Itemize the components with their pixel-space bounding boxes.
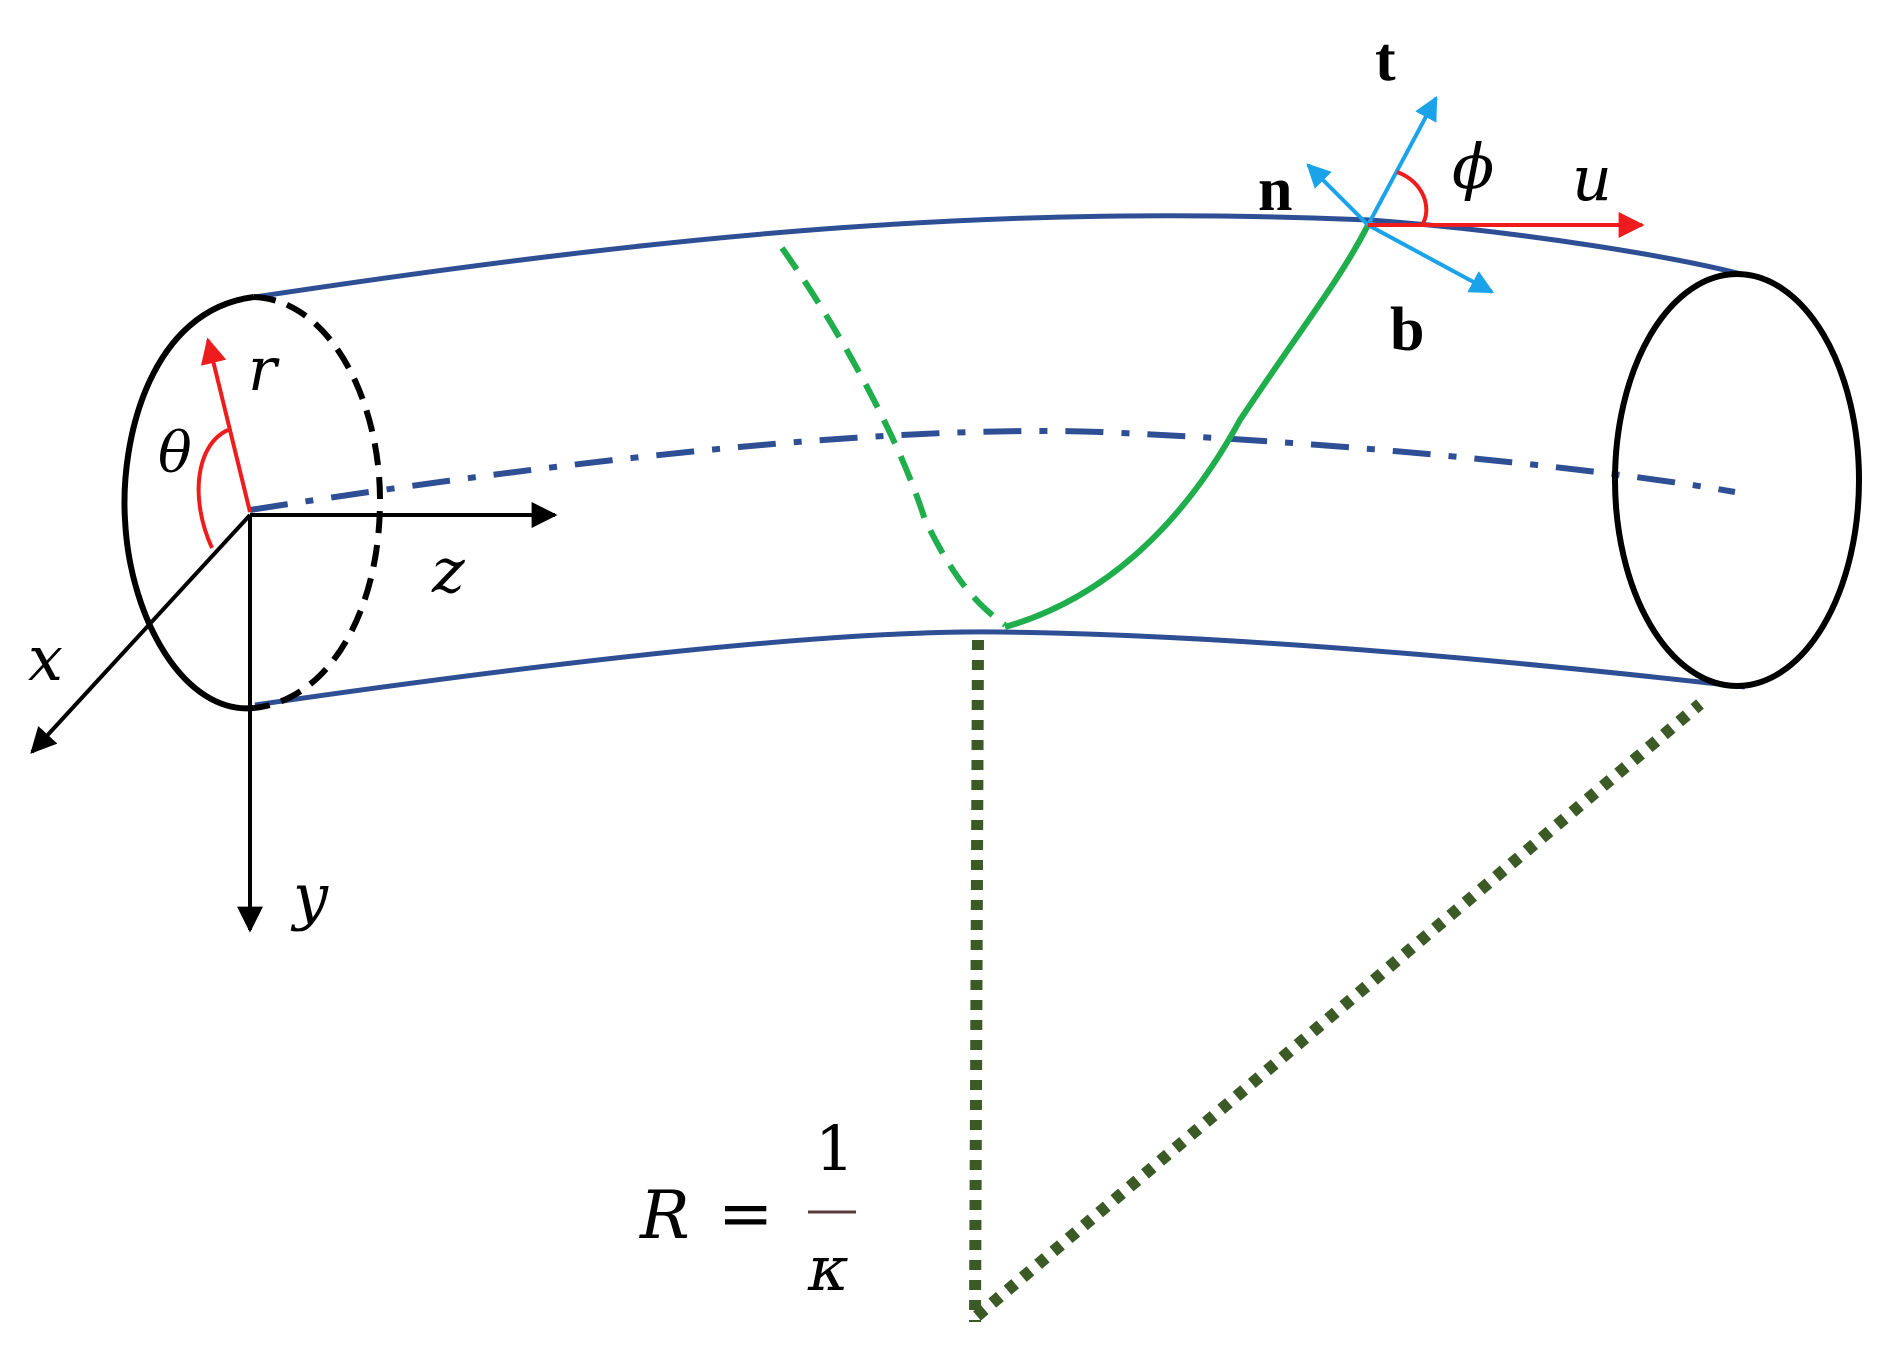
right-ring [1612, 271, 1862, 689]
label-theta: θ [158, 421, 192, 486]
left-ring-back [253, 294, 384, 711]
label-phi: ϕ [1452, 130, 1494, 203]
tube-top-edge [254, 213, 1746, 300]
r-vector-arrow [200, 337, 252, 513]
radius-line-diagonal [973, 699, 1704, 1321]
helix-front-segment [1004, 223, 1371, 630]
phi-arc [1396, 170, 1429, 227]
x-axis-arrow [30, 513, 252, 754]
label-equals: = [718, 1175, 773, 1252]
label-R: R [639, 1177, 690, 1254]
n-vector-arrow [1306, 163, 1370, 227]
radius-line-vertical [969, 639, 984, 1323]
tube-bottom-edge [254, 629, 1746, 708]
label-r: r [248, 335, 280, 405]
t-vector-arrow [1366, 95, 1438, 226]
label-t: t [1375, 26, 1396, 94]
b-vector-arrow [1367, 223, 1495, 294]
label-y: y [290, 860, 329, 933]
label-z: z [431, 534, 465, 607]
tube-centerline [249, 427, 1736, 513]
label-kappa: κ [807, 1232, 849, 1305]
label-b: b [1390, 296, 1424, 364]
left-ring-front [121, 294, 255, 712]
label-u: u [1572, 142, 1612, 215]
helix-back-segment [779, 246, 1007, 628]
label-x: x [28, 622, 63, 695]
label-one: 1 [815, 1112, 854, 1185]
label-n: n [1258, 156, 1292, 224]
theta-arc [196, 428, 229, 549]
